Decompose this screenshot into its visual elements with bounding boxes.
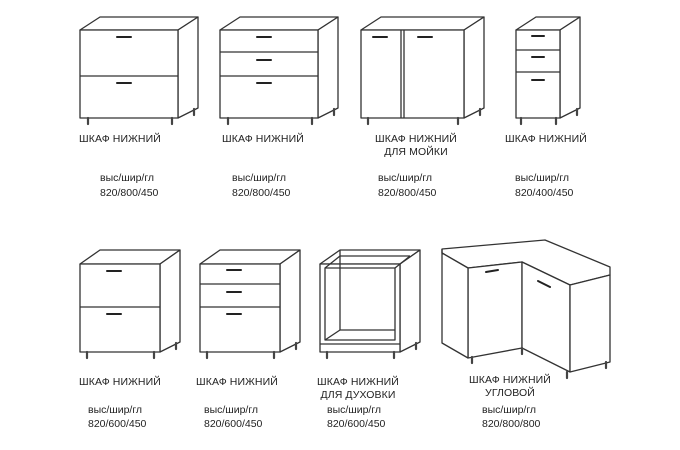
cabinet-8-name: ШКАФ НИЖНИЙ xyxy=(469,374,551,386)
cabinet-7-drawing xyxy=(319,249,421,360)
cabinet-2-name: ШКАФ НИЖНИЙ xyxy=(222,133,304,145)
cabinet-5-dims: 820/600/450 xyxy=(88,418,147,430)
cabinet-2-drawing xyxy=(219,16,339,126)
cabinet-7-dims: 820/600/450 xyxy=(327,418,386,430)
cabinet-5-dim-label: выс/шир/гл xyxy=(88,404,143,416)
cabinet-5-name: ШКАФ НИЖНИЙ xyxy=(79,376,161,388)
cabinet-4-dims: 820/400/450 xyxy=(515,187,574,199)
cabinet-8-dim-label: выс/шир/гл xyxy=(482,404,537,416)
cabinet-7-name: ШКАФ НИЖНИЙ xyxy=(317,376,399,388)
cabinet-1-drawing xyxy=(79,16,199,126)
cabinet-8-name-line2: УГЛОВОЙ xyxy=(485,387,535,399)
cabinet-6-dim-label: выс/шир/гл xyxy=(204,404,259,416)
cabinet-5-drawing xyxy=(79,249,181,360)
cabinet-3-name-line2: ДЛЯ МОЙКИ xyxy=(384,146,448,158)
cabinet-3-dim-label: выс/шир/гл xyxy=(378,172,433,184)
cabinet-1-dim-label: выс/шир/гл xyxy=(100,172,155,184)
cabinet-6-name: ШКАФ НИЖНИЙ xyxy=(196,376,278,388)
cabinet-4-drawing xyxy=(515,16,581,126)
cabinet-7-name-line2: ДЛЯ ДУХОВКИ xyxy=(320,389,396,401)
cabinet-1-name: ШКАФ НИЖНИЙ xyxy=(79,133,161,145)
cabinet-6-dims: 820/600/450 xyxy=(204,418,263,430)
cabinet-3-dims: 820/800/450 xyxy=(378,187,437,199)
cabinet-3-drawing xyxy=(360,16,485,126)
cabinet-1-dims: 820/800/450 xyxy=(100,187,159,199)
cabinet-6-drawing xyxy=(199,249,301,360)
cabinet-2-dim-label: выс/шир/гл xyxy=(232,172,287,184)
cabinet-8-drawing xyxy=(441,239,611,380)
cabinet-3-name: ШКАФ НИЖНИЙ xyxy=(375,133,457,145)
cabinet-4-dim-label: выс/шир/гл xyxy=(515,172,570,184)
cabinet-7-dim-label: выс/шир/гл xyxy=(327,404,382,416)
cabinet-2-dims: 820/800/450 xyxy=(232,187,291,199)
cabinet-4-name: ШКАФ НИЖНИЙ xyxy=(505,133,587,145)
cabinet-8-dims: 820/800/800 xyxy=(482,418,541,430)
